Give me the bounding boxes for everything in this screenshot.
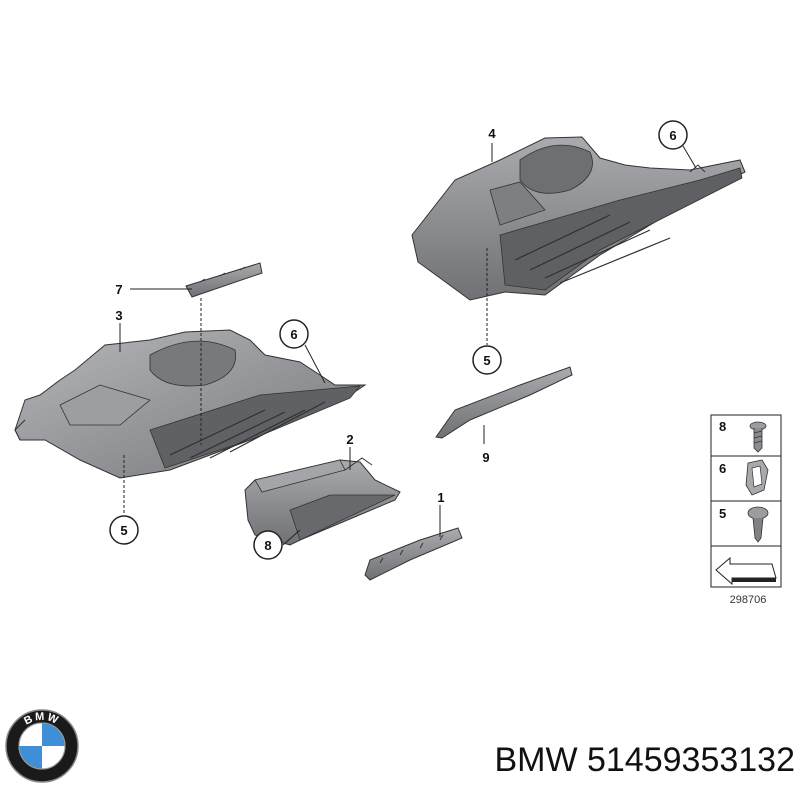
callout-9-label: 9 — [482, 450, 489, 465]
clip-icon — [745, 459, 769, 496]
callout-2: 2 — [346, 432, 353, 447]
callout-6-top-label: 6 — [669, 128, 676, 143]
legend-item-3-label: 5 — [719, 506, 726, 521]
brand-name: BMW — [494, 741, 578, 779]
callout-3: 3 — [115, 308, 122, 323]
callout-5-top-label: 5 — [483, 353, 490, 368]
part-number: 51459353132 — [586, 741, 795, 779]
callout-9: 9 — [482, 450, 489, 465]
callout-4: 4 — [488, 126, 496, 141]
brand-part-number: BMW 51459353132 — [410, 735, 795, 785]
callout-3-label: 3 — [115, 308, 122, 323]
callout-5-left-label: 5 — [120, 523, 127, 538]
part-3-lower-panel — [14, 329, 367, 479]
callout-7-label: 7 — [115, 282, 122, 297]
callout-6-left: 6 — [279, 319, 309, 349]
part-4-upper-panel — [411, 136, 746, 301]
leader-lines — [119, 143, 697, 546]
reference-code: 298706 — [730, 594, 767, 606]
screw-icon — [749, 421, 767, 453]
legend-item-2-label: 6 — [719, 461, 726, 476]
callout-5-left: 5 — [109, 515, 139, 545]
part-1-trim-strip — [364, 527, 463, 581]
callout-8: 8 — [253, 530, 283, 560]
bmw-roundel-logo: BMW — [5, 709, 79, 783]
part-2-glovebox — [244, 457, 401, 546]
callout-6-top: 6 — [658, 120, 688, 150]
legend-item-1-label: 8 — [719, 419, 726, 434]
callout-4-label: 4 — [488, 126, 496, 141]
fastener-legend: 8 6 5 298706 — [710, 414, 782, 606]
part-7-trim-strip — [185, 262, 263, 298]
push-rivet-icon — [747, 506, 769, 543]
svg-text:BMW: BMW — [22, 711, 61, 728]
direction-arrow-icon — [715, 556, 777, 586]
callout-8-label: 8 — [264, 538, 271, 553]
callout-2-label: 2 — [346, 432, 353, 447]
part-9-trim-strip — [435, 366, 573, 439]
callout-6-left-label: 6 — [290, 327, 297, 342]
callout-5-top: 5 — [472, 345, 502, 375]
callout-7: 7 — [115, 282, 122, 297]
callout-1-label: 1 — [437, 490, 444, 505]
callout-1: 1 — [437, 490, 444, 505]
logo-letters: BMW — [22, 711, 59, 728]
